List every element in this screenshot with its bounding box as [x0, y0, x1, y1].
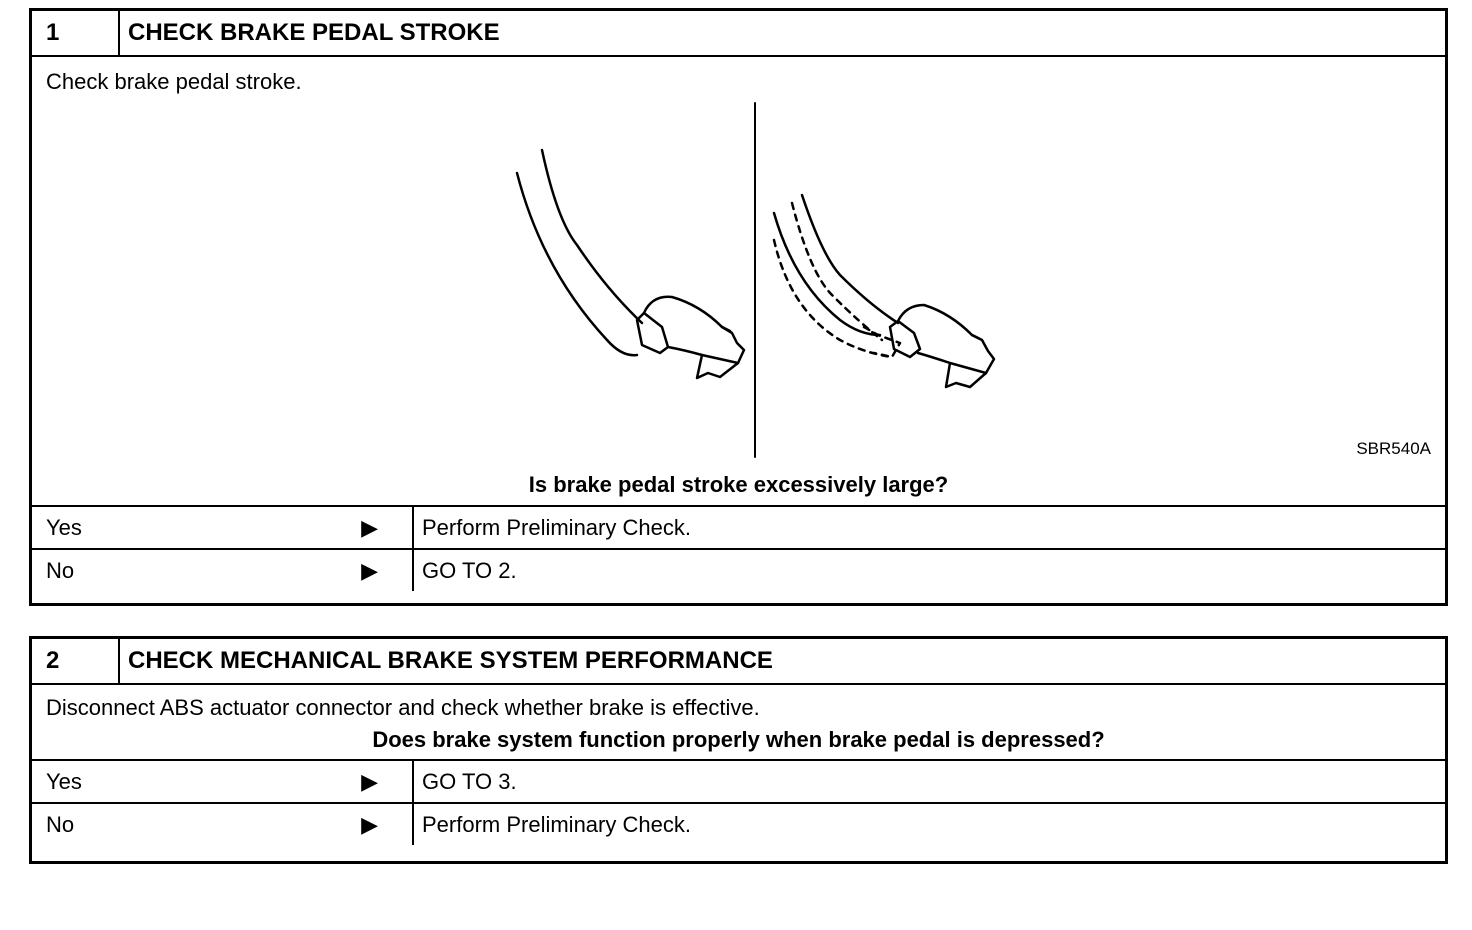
- answer-label-text: Yes: [46, 769, 82, 794]
- arrow-right-icon: ▶: [361, 558, 378, 583]
- brake-pedal-illustration-icon: [515, 102, 996, 458]
- step-1-answer-no: No ▶ GO TO 2.: [32, 548, 1445, 591]
- answer-label-text: Yes: [46, 515, 82, 540]
- step-1-instruction: Check brake pedal stroke.: [46, 69, 302, 94]
- step-1-title: CHECK BRAKE PEDAL STROKE: [128, 19, 500, 46]
- answer-result: Perform Preliminary Check.: [422, 812, 691, 837]
- step-1-answer-yes: Yes ▶ Perform Preliminary Check.: [32, 505, 1445, 548]
- step-2-header: 2 CHECK MECHANICAL BRAKE SYSTEM PERFORMA…: [32, 639, 1445, 685]
- arrow-right-icon: ▶: [361, 515, 378, 540]
- step-1-header: 1 CHECK BRAKE PEDAL STROKE: [32, 11, 1445, 57]
- step-1-question: Is brake pedal stroke excessively large?: [528, 472, 949, 497]
- brake-pedal-figure: SBR540A: [32, 95, 1445, 465]
- step-1-number: 1: [32, 11, 120, 55]
- step-2-number: 2: [32, 639, 120, 683]
- answer-result: GO TO 3.: [422, 769, 517, 794]
- answer-label: Yes ▶: [32, 507, 414, 548]
- answer-result: Perform Preliminary Check.: [422, 515, 691, 540]
- step-2-question: Does brake system function properly when…: [372, 727, 1105, 752]
- step-2-answer-yes: Yes ▶ GO TO 3.: [32, 759, 1445, 802]
- step-2-block: 2 CHECK MECHANICAL BRAKE SYSTEM PERFORMA…: [29, 636, 1448, 864]
- answer-label: No ▶: [32, 550, 414, 591]
- arrow-right-icon: ▶: [361, 769, 378, 794]
- step-1-block: 1 CHECK BRAKE PEDAL STROKE Check brake p…: [29, 8, 1448, 606]
- answer-label-text: No: [46, 558, 75, 583]
- answer-label: Yes ▶: [32, 761, 414, 802]
- step-2-title: CHECK MECHANICAL BRAKE SYSTEM PERFORMANC…: [128, 647, 773, 674]
- step-2-answer-no: No ▶ Perform Preliminary Check.: [32, 802, 1445, 845]
- answer-label: No ▶: [32, 804, 414, 845]
- answer-result: GO TO 2.: [422, 558, 517, 583]
- figure-code: SBR540A: [1356, 439, 1431, 458]
- arrow-right-icon: ▶: [361, 812, 378, 837]
- answer-label-text: No: [46, 812, 75, 837]
- step-2-instruction: Disconnect ABS actuator connector and ch…: [46, 695, 760, 720]
